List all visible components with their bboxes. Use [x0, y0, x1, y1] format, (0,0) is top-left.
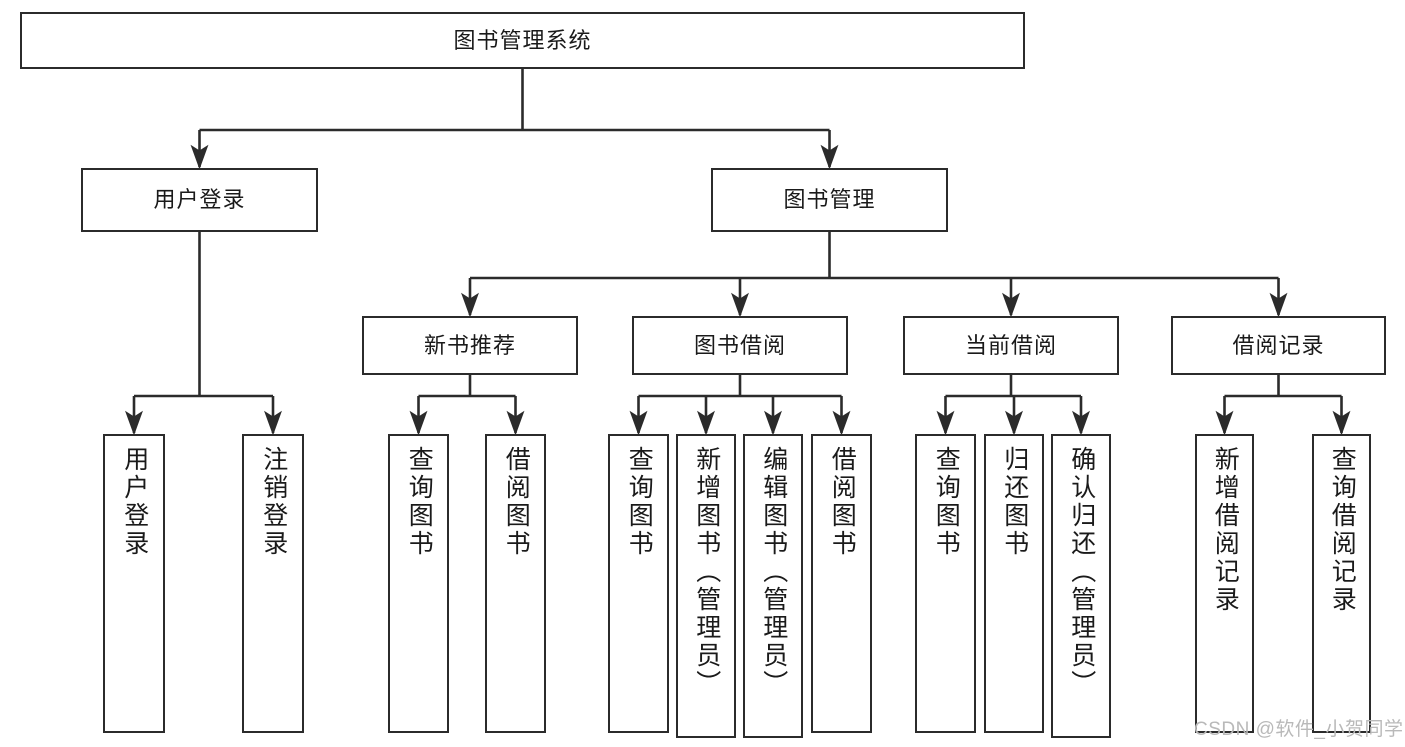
node-label: 编辑图书（管理员）	[759, 446, 788, 698]
edge-arrowhead	[461, 292, 479, 318]
node-leaf-query-book-3[interactable]: 查询图书	[915, 434, 976, 733]
node-label: 借阅记录	[1232, 332, 1325, 358]
node-label: 查询图书	[405, 446, 434, 558]
node-label: 图书管理	[783, 187, 876, 213]
edge-arrowhead	[506, 410, 525, 436]
edge-arrowhead	[697, 410, 715, 436]
edge-arrowhead	[1072, 410, 1090, 436]
node-label: 新增图书（管理员）	[692, 446, 721, 698]
edge-arrowhead	[936, 410, 955, 436]
node-root[interactable]: 图书管理系统	[20, 12, 1025, 69]
node-label: 借阅图书	[828, 446, 857, 558]
node-book-manage[interactable]: 图书管理	[711, 168, 948, 232]
node-label: 借阅图书	[502, 446, 531, 558]
edge-arrowhead	[1215, 410, 1234, 436]
node-leaf-user-login[interactable]: 用户登录	[103, 434, 165, 733]
node-user-login[interactable]: 用户登录	[81, 168, 318, 232]
node-leaf-borrow-book-2[interactable]: 借阅图书	[811, 434, 872, 733]
edge-arrowhead	[832, 410, 851, 436]
edge-arrowhead	[190, 144, 209, 170]
edge-arrowhead	[629, 410, 648, 436]
node-leaf-add-book[interactable]: 新增图书（管理员）	[676, 434, 736, 738]
node-leaf-return-book[interactable]: 归还图书	[984, 434, 1044, 733]
edge-arrowhead	[125, 410, 143, 436]
node-current-borrow[interactable]: 当前借阅	[903, 316, 1119, 375]
node-leaf-confirm-return[interactable]: 确认归还（管理员）	[1051, 434, 1111, 738]
edge-arrowhead	[820, 144, 839, 170]
node-leaf-query-book-1[interactable]: 查询图书	[388, 434, 449, 733]
node-new-book-rec[interactable]: 新书推荐	[362, 316, 578, 375]
node-label: 图书借阅	[693, 332, 786, 358]
edge-arrowhead	[731, 292, 749, 318]
watermark-text: CSDN @软件_小贺同学	[1194, 719, 1404, 740]
edge-arrowhead	[409, 410, 428, 436]
node-label: 新增借阅记录	[1211, 446, 1240, 614]
node-label: 查询图书	[625, 446, 654, 558]
edge-arrowhead	[1269, 292, 1288, 318]
node-leaf-logout[interactable]: 注销登录	[242, 434, 304, 733]
node-leaf-query-record[interactable]: 查询借阅记录	[1312, 434, 1371, 733]
node-label: 图书管理系统	[453, 27, 592, 53]
node-leaf-query-book-2[interactable]: 查询图书	[608, 434, 669, 733]
node-leaf-borrow-book-1[interactable]: 借阅图书	[485, 434, 546, 733]
node-label: 查询借阅记录	[1328, 446, 1357, 614]
node-label: 新书推荐	[423, 332, 516, 358]
edge-arrowhead	[1332, 410, 1351, 436]
node-label: 归还图书	[1000, 446, 1029, 558]
edge-arrowhead	[264, 410, 282, 436]
node-borrow-record[interactable]: 借阅记录	[1171, 316, 1386, 375]
node-book-borrow[interactable]: 图书借阅	[632, 316, 848, 375]
node-label: 用户登录	[120, 446, 149, 558]
node-label: 当前借阅	[964, 332, 1057, 358]
edge-arrowhead	[1005, 410, 1023, 436]
edge-arrowhead	[764, 410, 782, 436]
node-leaf-edit-book[interactable]: 编辑图书（管理员）	[743, 434, 803, 738]
node-label: 查询图书	[932, 446, 961, 558]
node-label: 用户登录	[153, 187, 246, 213]
node-leaf-add-record[interactable]: 新增借阅记录	[1195, 434, 1254, 733]
node-label: 确认归还（管理员）	[1067, 446, 1096, 698]
node-label: 注销登录	[259, 446, 288, 558]
edge-arrowhead	[1002, 292, 1020, 318]
